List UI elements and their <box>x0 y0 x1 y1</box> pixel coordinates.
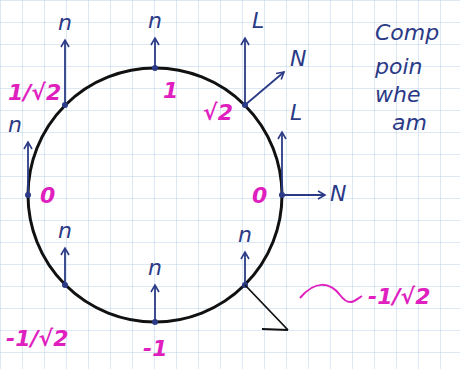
vector-label: n <box>8 112 22 138</box>
magenta-squiggle <box>300 285 362 302</box>
vector-label: n <box>148 255 162 281</box>
unit-circle <box>28 68 282 322</box>
value-label: 1 <box>163 78 178 104</box>
vector-label: n <box>238 222 252 248</box>
value-label: -1/√2 <box>368 284 430 310</box>
vector-label: N <box>290 46 306 72</box>
vector-label: L <box>252 8 264 34</box>
vector-label: n <box>148 8 162 34</box>
vector-label: N <box>330 181 346 207</box>
value-label: √2 <box>203 100 233 126</box>
vector-label: n <box>58 218 72 244</box>
value-label: -1 <box>143 336 167 362</box>
vector-label: L <box>290 100 302 126</box>
note-text: whe <box>375 82 420 108</box>
value-label: 0 <box>40 183 55 209</box>
vector-label: n <box>58 10 72 36</box>
note-text: am <box>392 110 427 136</box>
value-label: 1/√2 <box>8 80 61 106</box>
down-vector <box>245 285 288 330</box>
value-label: -1/√2 <box>6 326 68 352</box>
value-label: 0 <box>252 183 267 209</box>
note-text: Comp <box>375 20 439 46</box>
note-text: poin <box>375 54 422 80</box>
normal-vectors <box>28 38 325 322</box>
